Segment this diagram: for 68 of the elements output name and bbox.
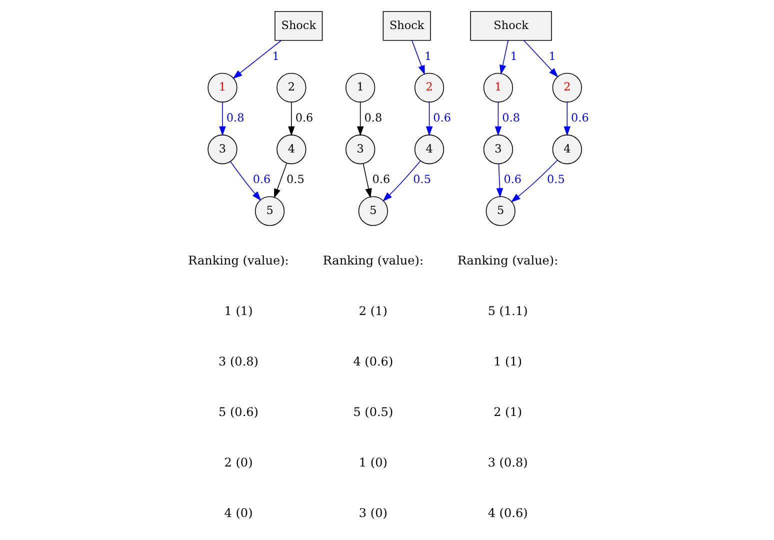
node-circle: 5	[254, 196, 285, 226]
edge-label: 0.8	[364, 111, 382, 124]
arrow	[274, 162, 288, 198]
arrow	[356, 102, 364, 136]
node-circle: 3	[346, 134, 376, 164]
label: Ranking (value):	[457, 253, 558, 268]
label: 2 (1)	[494, 404, 522, 419]
edge-label: 1	[548, 50, 556, 63]
label: 1 (1)	[224, 304, 253, 318]
label: 4 (0)	[224, 506, 253, 520]
label: 3 (0.8)	[488, 455, 528, 470]
node-circle: 4	[414, 134, 444, 164]
edge-label: 0.6	[433, 111, 452, 124]
node-circle: 1	[208, 72, 238, 102]
arrow	[426, 102, 433, 136]
edge-label: 1	[424, 50, 432, 63]
node-circle: 2	[552, 72, 582, 102]
edge-label: 1	[272, 50, 280, 63]
edge-label: 0.6	[504, 173, 522, 186]
label: 1 (1)	[494, 354, 522, 368]
label: 4 (0.6)	[353, 354, 394, 368]
edge-label: 0.5	[547, 173, 565, 186]
node-circle: 3	[483, 134, 514, 164]
node-circle: 5	[486, 196, 516, 226]
node-box: Shock	[382, 11, 431, 41]
arrow	[500, 40, 509, 75]
node-circle: 2	[276, 72, 306, 102]
label: 5 (0.6)	[218, 404, 258, 419]
label: 3 (0.8)	[218, 354, 258, 368]
arrow	[412, 40, 425, 76]
label: Ranking (value):	[188, 253, 289, 268]
label: Ranking (value):	[322, 253, 424, 268]
node-circle: 1	[483, 72, 514, 102]
arrow	[382, 160, 421, 202]
arrow	[288, 102, 295, 136]
arrow	[232, 40, 282, 79]
node-box: Shock	[274, 11, 323, 41]
arrow	[496, 163, 504, 198]
node-circle: 3	[208, 134, 238, 164]
edge-label: 0.6	[295, 111, 314, 124]
arrow	[494, 102, 502, 136]
node-circle: 2	[414, 72, 444, 102]
node-circle: 4	[552, 134, 582, 164]
node-circle: 4	[276, 134, 306, 164]
arrow	[523, 40, 558, 78]
node-box: Shock	[470, 11, 552, 41]
edge-label: 0.6	[252, 173, 271, 186]
label: 5 (1.1)	[488, 304, 528, 318]
arrow	[230, 161, 262, 201]
edge-label: 0.8	[502, 111, 520, 124]
label: 1 (0)	[358, 455, 388, 470]
arrow	[362, 163, 372, 198]
edge-label: 0.6	[372, 173, 390, 186]
node-circle: 1	[346, 72, 376, 102]
edge-label: 0.8	[226, 111, 244, 124]
label: 2 (0)	[224, 455, 253, 470]
edge-label: 1	[510, 50, 518, 63]
label: 2 (1)	[358, 304, 388, 318]
label: 4 (0.6)	[488, 506, 528, 520]
arrow	[510, 160, 558, 202]
label: 3 (0)	[358, 506, 388, 520]
edge-label: 0.5	[413, 173, 431, 186]
arrow	[219, 102, 226, 136]
label: 5 (0.5)	[353, 404, 394, 419]
edge-label: 0.5	[286, 173, 304, 186]
node-circle: 5	[358, 196, 388, 226]
edge-label: 0.6	[571, 111, 589, 124]
arrow	[564, 102, 571, 136]
